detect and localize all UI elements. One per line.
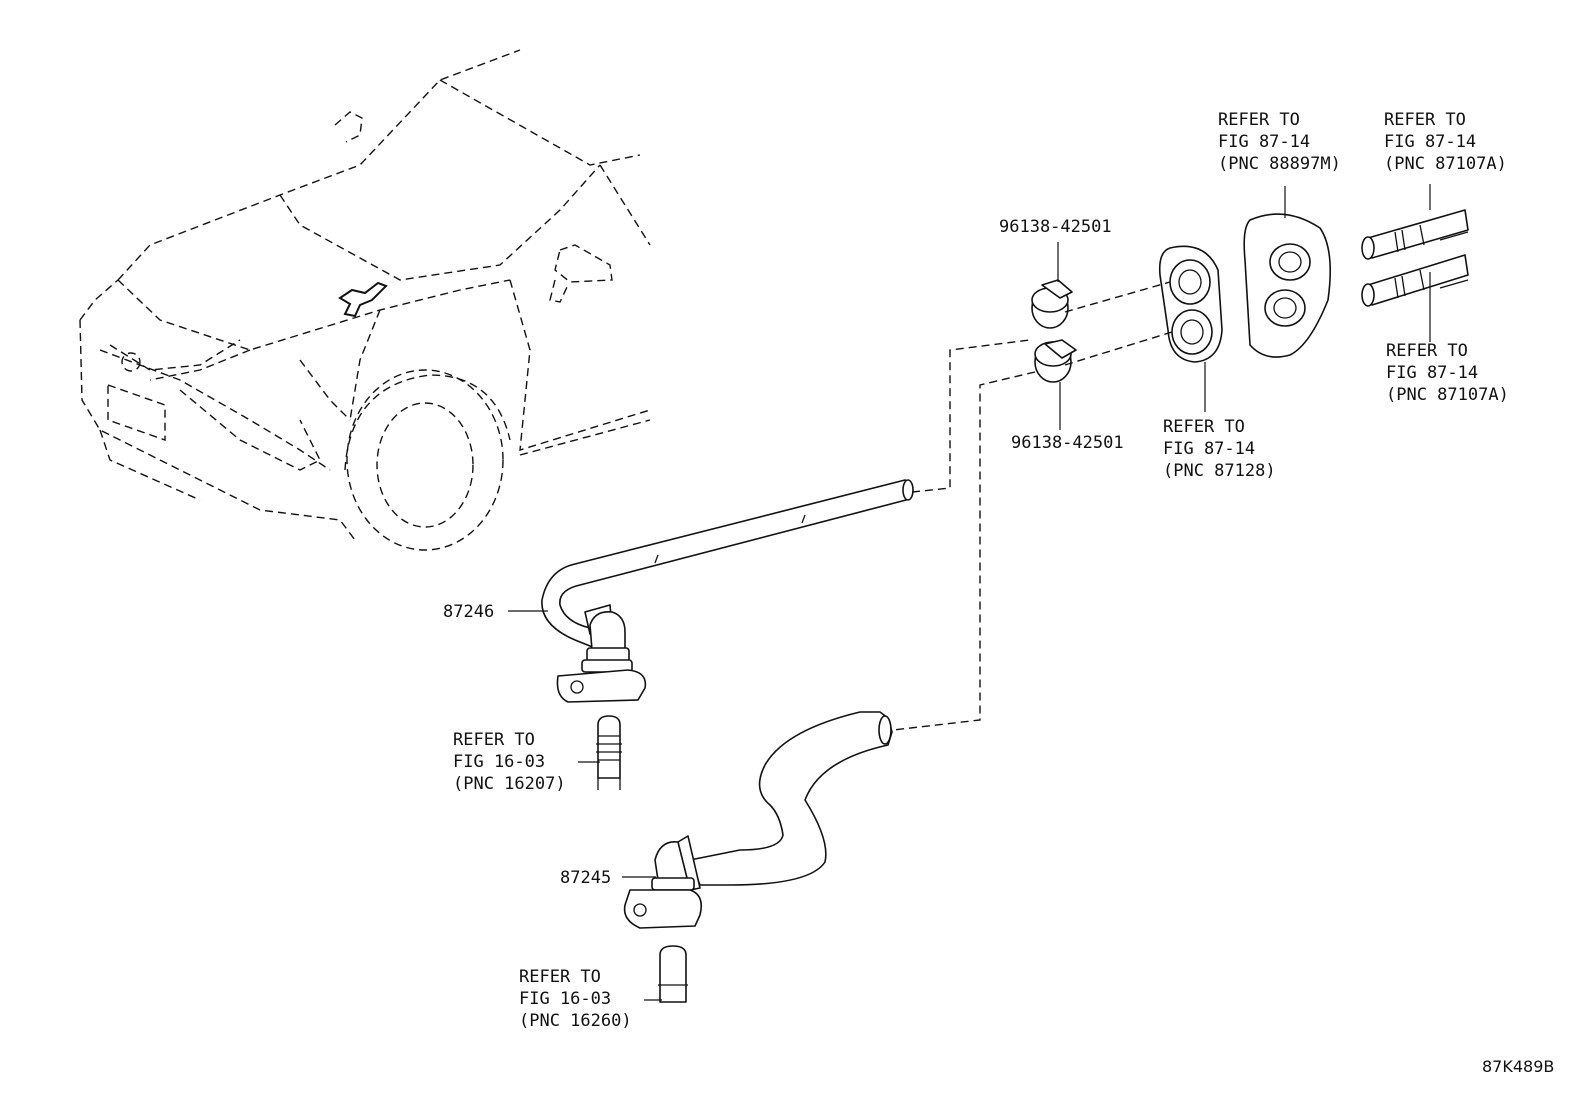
ref-line: (PNC 16260)	[519, 1011, 632, 1031]
ref-line: REFER TO	[1218, 110, 1300, 130]
engine-pipe-upper	[596, 715, 622, 790]
ref-line: FIG 87-14	[1384, 132, 1476, 152]
grommet-inner	[1158, 245, 1223, 363]
label-clamp-lower: 96138-42501	[1011, 433, 1124, 453]
connector-87246	[556, 610, 647, 703]
ref-line: REFER TO	[453, 730, 535, 750]
ref-line: FIG 16-03	[519, 989, 611, 1009]
ref-line: REFER TO	[519, 967, 601, 987]
ref-line: (PNC 87107A)	[1384, 154, 1507, 174]
label-87246: 87246	[443, 602, 494, 622]
clamp-upper	[1031, 279, 1073, 329]
ref-line: (PNC 87107A)	[1386, 385, 1509, 405]
ref-line: REFER TO	[1386, 341, 1468, 361]
ref-pipe-upper: REFER TO FIG 87-14 (PNC 87107A)	[1384, 110, 1507, 174]
ref-line: FIG 87-14	[1218, 132, 1310, 152]
pipe-lower	[1361, 254, 1469, 307]
ref-line: FIG 16-03	[453, 752, 545, 772]
ref-line: FIG 87-14	[1386, 363, 1478, 383]
label-87245: 87245	[560, 868, 611, 888]
pipe-upper	[1361, 209, 1469, 260]
grommet-outer	[1243, 213, 1332, 358]
connection-lines	[892, 281, 1173, 731]
leader-lines	[508, 184, 1431, 1001]
ref-grommet-inner: REFER TO FIG 87-14 (PNC 87128)	[1163, 417, 1276, 481]
ref-line: FIG 87-14	[1163, 439, 1255, 459]
ref-pipe-lower: REFER TO FIG 87-14 (PNC 87107A)	[1386, 341, 1509, 405]
ref-line: REFER TO	[1384, 110, 1466, 130]
ref-line: (PNC 87128)	[1163, 461, 1276, 481]
ref-engine-pipe-upper: REFER TO FIG 16-03 (PNC 16207)	[453, 730, 566, 794]
connector-87245	[623, 835, 703, 929]
clamp-lower	[1034, 339, 1077, 383]
label-clamp-upper: 96138-42501	[999, 217, 1112, 237]
ref-grommet-outer: REFER TO FIG 87-14 (PNC 88897M)	[1218, 110, 1341, 174]
ref-engine-pipe-lower: REFER TO FIG 16-03 (PNC 16260)	[519, 967, 632, 1031]
ref-line: (PNC 88897M)	[1218, 154, 1341, 174]
engine-pipe-lower	[658, 945, 688, 1003]
vehicle-outline	[79, 49, 651, 551]
diagram-code: 87K489B	[1482, 1057, 1554, 1076]
ref-line: REFER TO	[1163, 417, 1245, 437]
ref-line: (PNC 16207)	[453, 774, 566, 794]
hose-87245	[689, 711, 893, 886]
